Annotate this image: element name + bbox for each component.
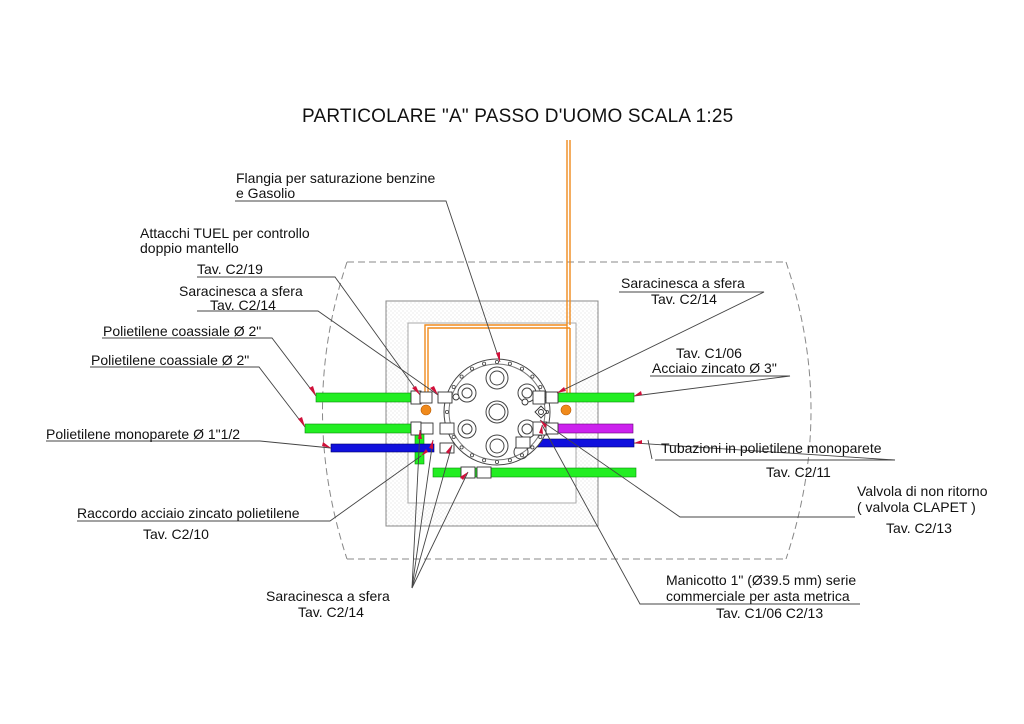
orange-fittings bbox=[420, 404, 572, 416]
bolt-hole bbox=[482, 361, 487, 366]
bolt-hole bbox=[482, 458, 487, 463]
green-pipe-bottom bbox=[432, 467, 637, 478]
bolt-hole bbox=[538, 384, 543, 389]
label-polietilene-coassiale-1: Polietilene coassiale Ø 2" bbox=[103, 323, 262, 339]
label-valvola-line2: ( valvola CLAPET ) bbox=[857, 499, 976, 515]
label-polietilene-coassiale-2: Polietilene coassiale Ø 2" bbox=[91, 352, 250, 368]
label-raccordo: Raccordo acciaio zincato polietilene bbox=[77, 505, 300, 521]
label-raccordo-ref: Tav. C2/10 bbox=[143, 526, 209, 542]
label-attacchi-line1: Attacchi TUEL per controllo bbox=[140, 225, 310, 241]
bolt-hole bbox=[444, 409, 449, 414]
label-saracinesca-left-ref: Tav. C2/14 bbox=[210, 297, 276, 313]
label-tubazioni-ref: Tav. C2/11 bbox=[766, 464, 831, 480]
bolt-hole bbox=[451, 434, 456, 439]
leader-arrowheads bbox=[298, 352, 642, 480]
bolt-hole bbox=[451, 384, 456, 389]
label-valvola-ref: Tav. C2/13 bbox=[886, 520, 952, 536]
label-manicotto-ref: Tav. C1/06 C2/13 bbox=[716, 605, 824, 621]
label-saracinesca-bottom-ref: Tav. C2/14 bbox=[298, 604, 364, 620]
label-saracinesca-right: Saracinesca a sfera bbox=[621, 275, 745, 291]
label-valvola-line1: Valvola di non ritorno bbox=[857, 483, 988, 499]
label-attacchi-ref: Tav. C2/19 bbox=[197, 261, 263, 277]
valve-symbols bbox=[410, 390, 559, 479]
concrete-frame bbox=[385, 300, 599, 527]
green-pipe-mid-left bbox=[304, 423, 412, 434]
manhole-outline bbox=[322, 261, 812, 560]
label-acciaio-ref: Tav. C1/06 bbox=[676, 345, 742, 361]
bolt-hole bbox=[459, 374, 464, 379]
label-flangia-line2: e Gasolio bbox=[236, 185, 296, 201]
label-tubazioni: Tubazioni in polietilene monoparete bbox=[661, 440, 882, 456]
label-attacchi-line2: doppio mantello bbox=[140, 240, 239, 256]
label-saracinesca-bottom: Saracinesca a sfera bbox=[266, 588, 390, 604]
central-flange bbox=[443, 358, 551, 466]
label-acciaio-zincato: Acciaio zincato Ø 3" bbox=[652, 360, 777, 376]
bolt-hole bbox=[469, 366, 474, 371]
bolt-hole bbox=[494, 359, 499, 364]
bolt-hole bbox=[520, 453, 525, 458]
bolt-hole bbox=[459, 445, 464, 450]
label-manicotto-line2: commerciale per asta metrica bbox=[666, 588, 850, 604]
leader-lines bbox=[46, 200, 896, 605]
blue-pipe-right bbox=[530, 438, 635, 448]
diagram-title: PARTICOLARE "A" PASSO D'UOMO SCALA 1:25 bbox=[302, 106, 734, 127]
bolt-hole bbox=[507, 361, 512, 366]
bolt-hole bbox=[530, 374, 535, 379]
label-saracinesca-right-ref: Tav. C2/14 bbox=[651, 291, 717, 307]
green-pipe-top-left bbox=[315, 392, 413, 403]
bolt-hole bbox=[530, 445, 535, 450]
label-polietilene-monoparete: Polietilene monoparete Ø 1"1/2 bbox=[46, 426, 241, 442]
label-flangia-line1: Flangia per saturazione benzine bbox=[236, 170, 436, 186]
bolt-hole bbox=[469, 453, 474, 458]
label-saracinesca-left: Saracinesca a sfera bbox=[179, 283, 303, 299]
bolt-hole bbox=[494, 459, 499, 464]
label-manicotto-line1: Manicotto 1" (Ø39.5 mm) serie bbox=[666, 572, 857, 588]
bolt-hole bbox=[520, 366, 525, 371]
bolt-hole bbox=[507, 458, 512, 463]
